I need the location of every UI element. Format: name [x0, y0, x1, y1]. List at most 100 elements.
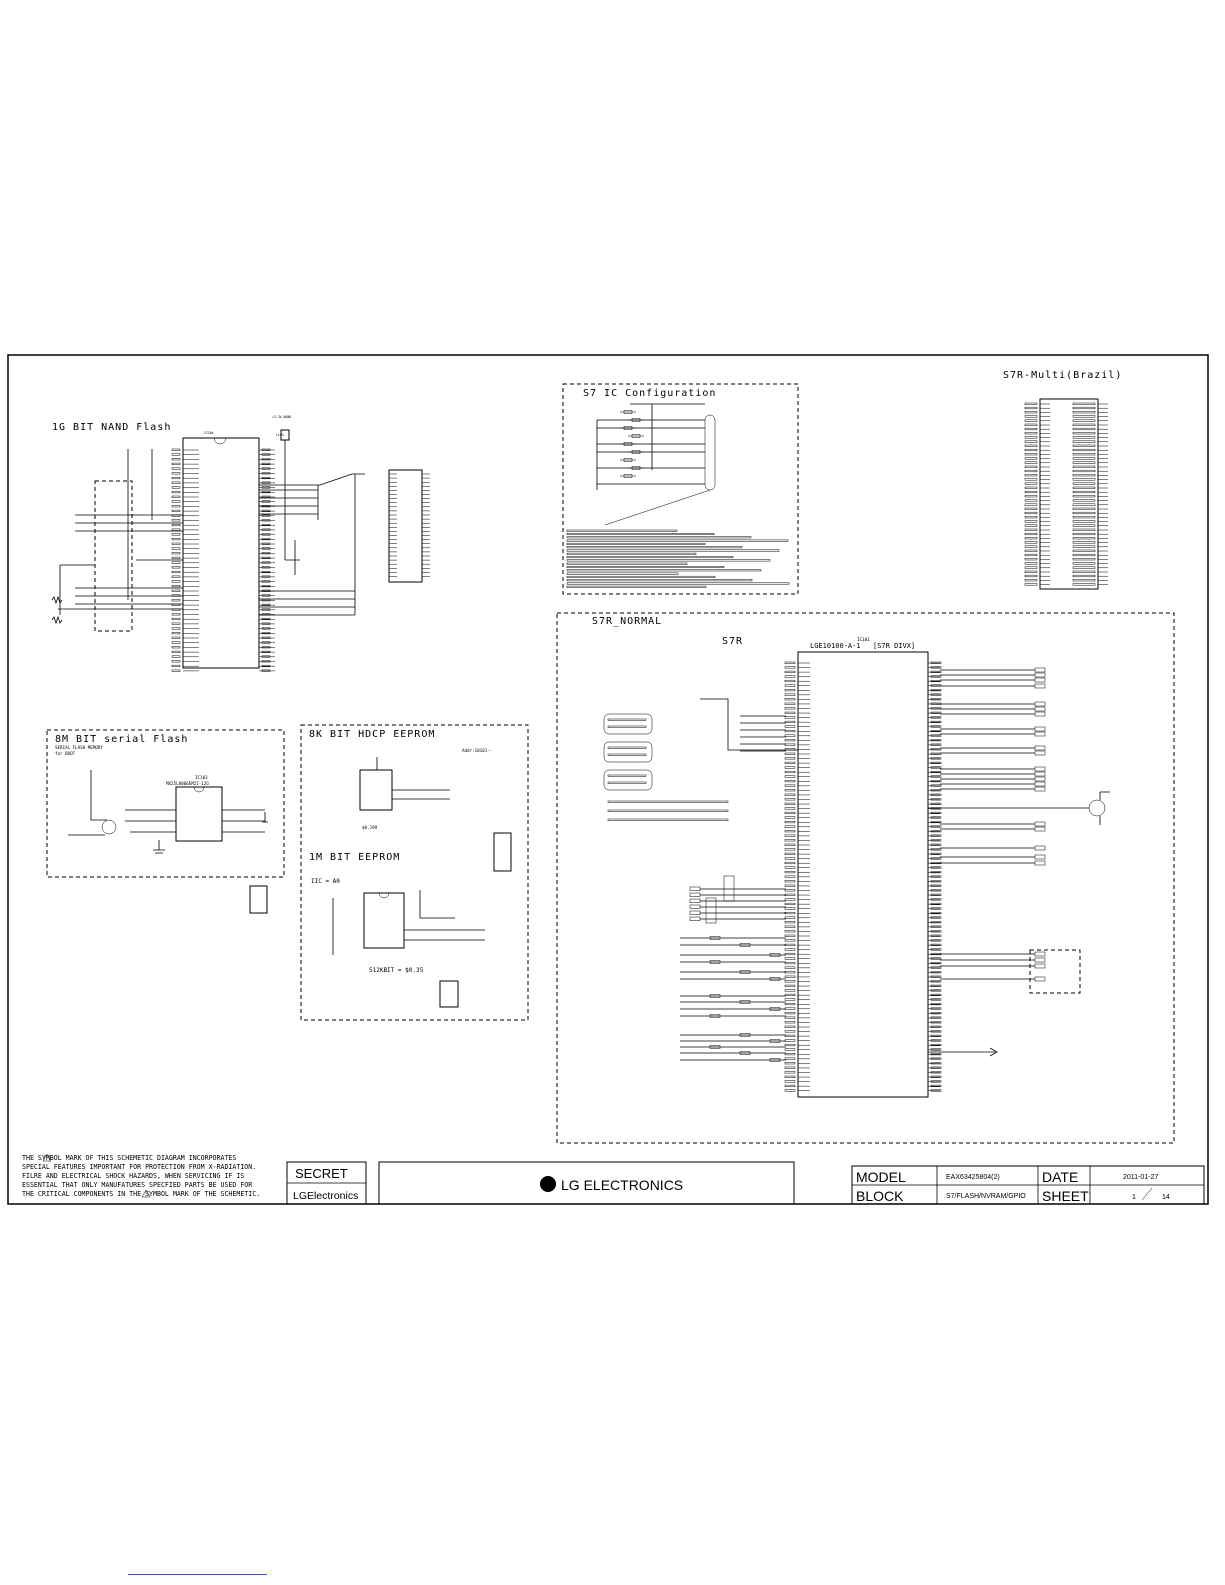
serial-flash-small-ic — [249, 885, 268, 914]
pin-mark — [566, 585, 707, 588]
pin-mark — [171, 462, 181, 465]
pin-mark — [171, 472, 181, 475]
option-legend — [607, 718, 729, 821]
pin-mark — [1034, 726, 1046, 732]
pin-mark — [784, 948, 796, 951]
pin-mark — [784, 898, 796, 901]
pin-mark — [261, 627, 271, 630]
pin-mark — [566, 575, 716, 578]
pin-mark — [784, 848, 796, 851]
pin-mark — [1072, 532, 1096, 536]
pin-mark — [261, 622, 271, 625]
eeprom-note: 512KBIT = $0.35 — [369, 967, 424, 974]
pin-mark — [689, 910, 701, 915]
pin-mark — [261, 491, 271, 494]
pin-mark — [261, 519, 271, 522]
pin-mark — [784, 716, 796, 719]
lg-logo-icon — [540, 1176, 556, 1192]
pin-mark — [171, 538, 181, 541]
pin-mark — [1072, 419, 1096, 422]
multi-ic-body — [1039, 398, 1099, 590]
pin-mark — [171, 458, 181, 461]
pin-mark — [784, 857, 796, 860]
serial-flash-part: MX25L8006EM2I-12G — [166, 781, 209, 786]
pin-mark — [930, 689, 942, 692]
pin-mark — [261, 608, 271, 611]
main-wires-right — [940, 667, 1046, 982]
pin-mark — [784, 912, 796, 915]
pin-mark — [261, 448, 271, 451]
nand-ic-body — [182, 437, 260, 669]
brand-label: LG ELECTRONICS — [561, 1177, 683, 1193]
pin-mark — [1072, 570, 1096, 573]
pin-mark — [769, 1007, 781, 1011]
pin-mark — [930, 971, 942, 974]
pin-mark — [261, 509, 271, 512]
pin-mark — [171, 547, 181, 550]
pin-mark — [784, 730, 796, 733]
pin-mark — [930, 948, 942, 951]
pin-mark — [930, 798, 942, 801]
pin-mark — [784, 839, 796, 842]
pin-mark — [739, 1033, 751, 1037]
pin-mark — [784, 1066, 796, 1069]
pin-mark — [171, 476, 181, 480]
pin-mark — [784, 1034, 796, 1037]
pin-mark — [784, 1007, 796, 1010]
pin-mark — [784, 689, 796, 692]
pin-mark — [1072, 558, 1096, 561]
pin-mark — [784, 934, 796, 937]
pin-mark — [261, 500, 271, 503]
pin-mark — [930, 1043, 942, 1047]
pin-mark — [171, 566, 181, 569]
pin-mark — [607, 718, 647, 721]
pin-mark — [930, 679, 942, 683]
pin-mark — [709, 1045, 721, 1049]
pin-mark — [566, 549, 780, 552]
brand-small: LGElectronics — [293, 1190, 358, 1202]
pin-mark — [784, 711, 796, 714]
pin-mark — [1072, 566, 1096, 569]
pin-mark — [930, 843, 942, 846]
pin-mark — [1034, 957, 1046, 963]
pin-mark — [1034, 826, 1046, 832]
pin-mark — [171, 622, 181, 625]
pin-mark — [1024, 482, 1038, 485]
pin-mark — [709, 936, 721, 940]
pin-mark — [784, 775, 796, 778]
warning-line-3: FILRE AND ELECTRICAL SHOCK HAZARDS, WHEN… — [22, 1172, 244, 1180]
ic-config-title: S7 IC Configuration — [583, 388, 716, 399]
pin-mark — [1024, 486, 1038, 489]
pin-mark — [784, 989, 796, 992]
pin-mark — [930, 902, 942, 906]
normal-title: S7R_NORMAL — [592, 616, 662, 627]
pin-mark — [1072, 469, 1096, 473]
pin-mark — [784, 1030, 796, 1033]
nand-connector-ic — [388, 469, 423, 583]
pin-mark — [171, 580, 181, 583]
pin-mark — [930, 816, 942, 819]
pin-mark — [784, 811, 796, 815]
pin-mark — [930, 698, 942, 701]
pin-mark — [784, 798, 796, 801]
pin-mark — [930, 907, 942, 910]
pin-mark — [709, 994, 721, 998]
pin-mark — [930, 670, 942, 673]
pin-mark — [784, 1084, 796, 1088]
main-pins-right — [928, 661, 942, 1092]
pin-mark — [784, 921, 796, 924]
pin-mark — [171, 585, 181, 588]
pin-mark — [784, 957, 796, 960]
pin-mark — [784, 861, 796, 865]
pin-mark — [930, 989, 942, 992]
pin-mark — [261, 594, 271, 597]
pin-mark — [566, 533, 715, 535]
pin-mark — [1072, 461, 1096, 464]
pin-mark — [1072, 436, 1096, 439]
pin-mark — [607, 781, 647, 784]
pin-mark — [930, 975, 942, 978]
pin-mark — [930, 980, 942, 983]
pin-mark — [1072, 574, 1096, 578]
pin-mark — [171, 505, 181, 508]
